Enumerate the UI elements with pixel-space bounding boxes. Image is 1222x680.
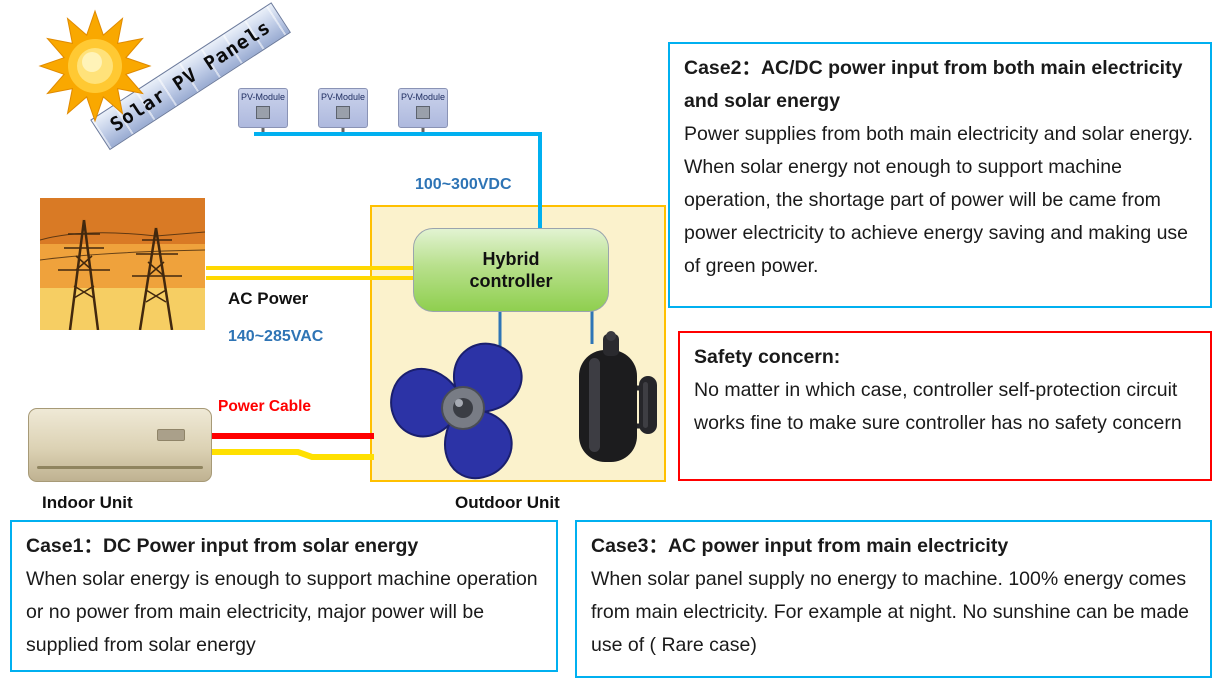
pv-module-connector bbox=[336, 106, 350, 119]
dc-voltage-label: 100~300VDC bbox=[415, 176, 512, 193]
ac-voltage-label: 140~285VAC bbox=[228, 328, 324, 345]
pv-module-label: PV-Module bbox=[240, 92, 286, 102]
power-cable-label: Power Cable bbox=[218, 398, 312, 415]
fan-image bbox=[383, 328, 543, 486]
pv-module-connector bbox=[256, 106, 270, 119]
pv-module-2: PV-Module bbox=[318, 88, 368, 128]
case3-title: Case3：AC power input from main electrici… bbox=[591, 535, 1009, 557]
safety-box: Safety concern: No matter in which case,… bbox=[678, 331, 1212, 481]
ac-power-label: AC Power bbox=[228, 289, 309, 308]
hybrid-controller-label: Hybrid controller bbox=[469, 249, 553, 291]
pv-module-label: PV-Module bbox=[400, 92, 446, 102]
case2-box: Case2：AC/DC power input from both main e… bbox=[668, 42, 1212, 308]
case1-body: When solar energy is enough to support m… bbox=[26, 568, 538, 656]
case3-box: Case3：AC power input from main electrici… bbox=[575, 520, 1212, 678]
case2-title: Case2：AC/DC power input from both main e… bbox=[684, 57, 1183, 112]
safety-title: Safety concern: bbox=[694, 346, 841, 368]
safety-body: No matter in which case, controller self… bbox=[694, 379, 1182, 434]
pv-module-1: PV-Module bbox=[238, 88, 288, 128]
indoor-unit-image bbox=[28, 408, 212, 482]
case3-body: When solar panel supply no energy to mac… bbox=[591, 568, 1189, 656]
pv-module-connector bbox=[416, 106, 430, 119]
pv-module-label: PV-Module bbox=[320, 92, 366, 102]
compressor-image bbox=[563, 330, 663, 475]
pv-module-3: PV-Module bbox=[398, 88, 448, 128]
power-towers-image bbox=[40, 198, 205, 330]
indoor-unit-display bbox=[157, 429, 185, 441]
case1-box: Case1：DC Power input from solar energy W… bbox=[10, 520, 558, 672]
case2-body: Power supplies from both main electricit… bbox=[684, 123, 1194, 277]
case1-title: Case1：DC Power input from solar energy bbox=[26, 535, 419, 557]
indoor-unit-label: Indoor Unit bbox=[42, 493, 133, 512]
sun-icon bbox=[35, 6, 155, 126]
outdoor-unit-label: Outdoor Unit bbox=[455, 493, 560, 512]
indoor-unit-vent bbox=[37, 466, 203, 469]
hybrid-controller: Hybrid controller bbox=[413, 228, 609, 312]
